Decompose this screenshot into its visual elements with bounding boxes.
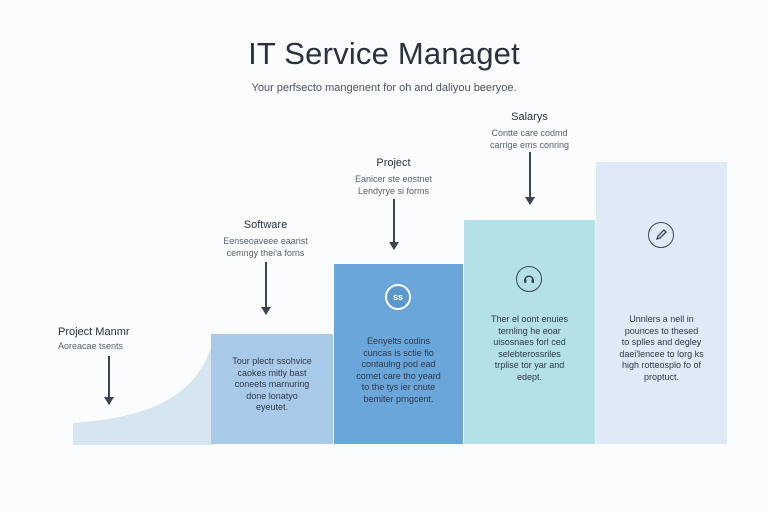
arrow-software [261,262,271,315]
step-4: Unnlers a nell in pounces to thesed to s… [596,162,727,444]
callout-label: Salarys [511,111,548,123]
ss-badge-icon: ss [385,284,411,310]
callout-label: Project [376,157,411,169]
step-2-text: Eenyelts codins cuncas is sctie fio cont… [356,336,441,404]
callout-desc: Contte care codmd carrige ems conring [489,128,570,150]
callout-desc: Eenseoaveee eaanst cemngy thei'a forns [223,236,308,258]
step-3-text: Ther el oont enuies ternling he eoar uis… [490,314,569,382]
edit-pen-icon [648,222,674,248]
step-2: ss Eenyelts codins cuncas is sctie fio c… [334,264,463,444]
base-curve [73,340,213,445]
step-3: Ther el oont enuies ternling he eoar uis… [464,220,595,444]
callout-desc: Aoreacae tsents [58,341,124,351]
arrow-project [389,199,399,250]
callout-project: Project Eanicer ste eostnet Lendyrye si … [336,157,451,197]
step-1: Tour plectr ssohvice caokes mitly bast c… [211,334,333,444]
arrow-project-manager [104,356,114,405]
headset-icon [516,266,542,292]
callout-label: Project Manmr [58,326,130,338]
step-1-text: Tour plectr ssohvice caokes mitly bast c… [232,356,312,412]
page-subtitle: Your perfsecto mangenent for oh and dali… [251,82,517,94]
callout-software: Software Eenseoaveee eaanst cemngy thei'… [208,219,323,259]
page-title: IT Service Managet [248,36,520,71]
step-2-badge-text: ss [392,292,403,302]
callout-project-manager: Project Manmr Aoreacae tsents [58,326,158,352]
arrow-salarys [525,152,535,205]
callout-desc: Eanicer ste eostnet Lendyrye si forms [354,174,433,196]
callout-label: Software [243,219,288,231]
callout-salarys: Salarys Contte care codmd carrige ems co… [472,111,587,151]
step-4-text: Unnlers a nell in pounces to thesed to s… [619,314,704,382]
